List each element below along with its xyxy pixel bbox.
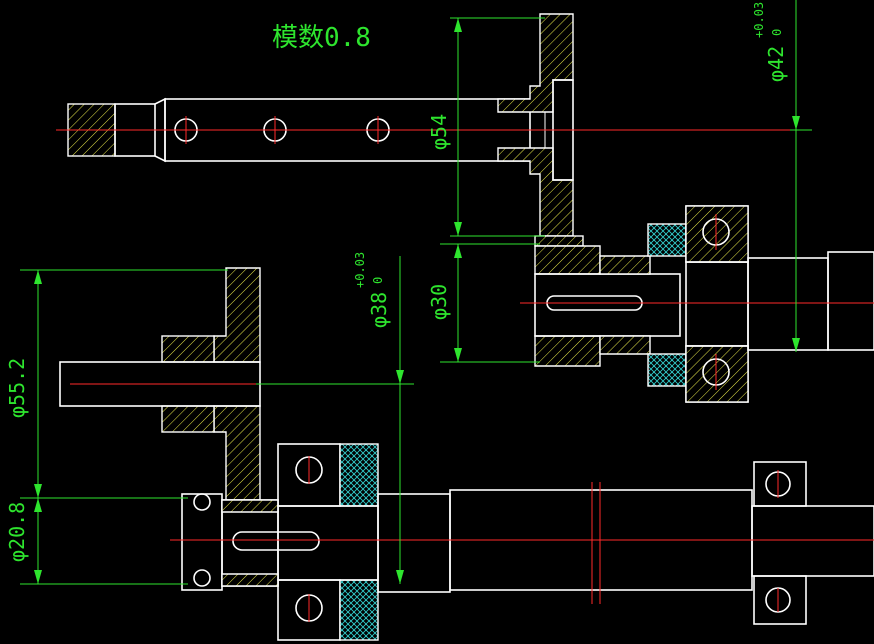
dim-d42-tol-upper: +0.03 xyxy=(752,2,766,38)
middle-gear xyxy=(59,267,261,501)
module-label: 模数0.8 xyxy=(272,23,371,53)
right-upper-assembly xyxy=(520,205,874,403)
dim-d55-2: φ55.2 xyxy=(5,358,29,418)
dim-d20-8: φ20.8 xyxy=(5,502,29,562)
dim-d38: φ38 xyxy=(367,292,391,328)
dim-d42-tol-lower: 0 xyxy=(770,29,784,36)
dim-d38-tol-lower: 0 xyxy=(371,277,385,284)
lower-shaft-assembly xyxy=(170,443,874,641)
dimension-labels: φ42 +0.03 0 φ54 φ30 φ38 +0.03 0 φ55.2 φ2… xyxy=(5,2,788,562)
dim-d30: φ30 xyxy=(427,284,451,320)
dim-d42: φ42 xyxy=(764,46,788,82)
dim-d38-tol-upper: +0.03 xyxy=(353,252,367,288)
upper-gear-shaft xyxy=(56,13,812,237)
dim-d54: φ54 xyxy=(427,114,451,150)
dimension-lines xyxy=(20,0,812,585)
